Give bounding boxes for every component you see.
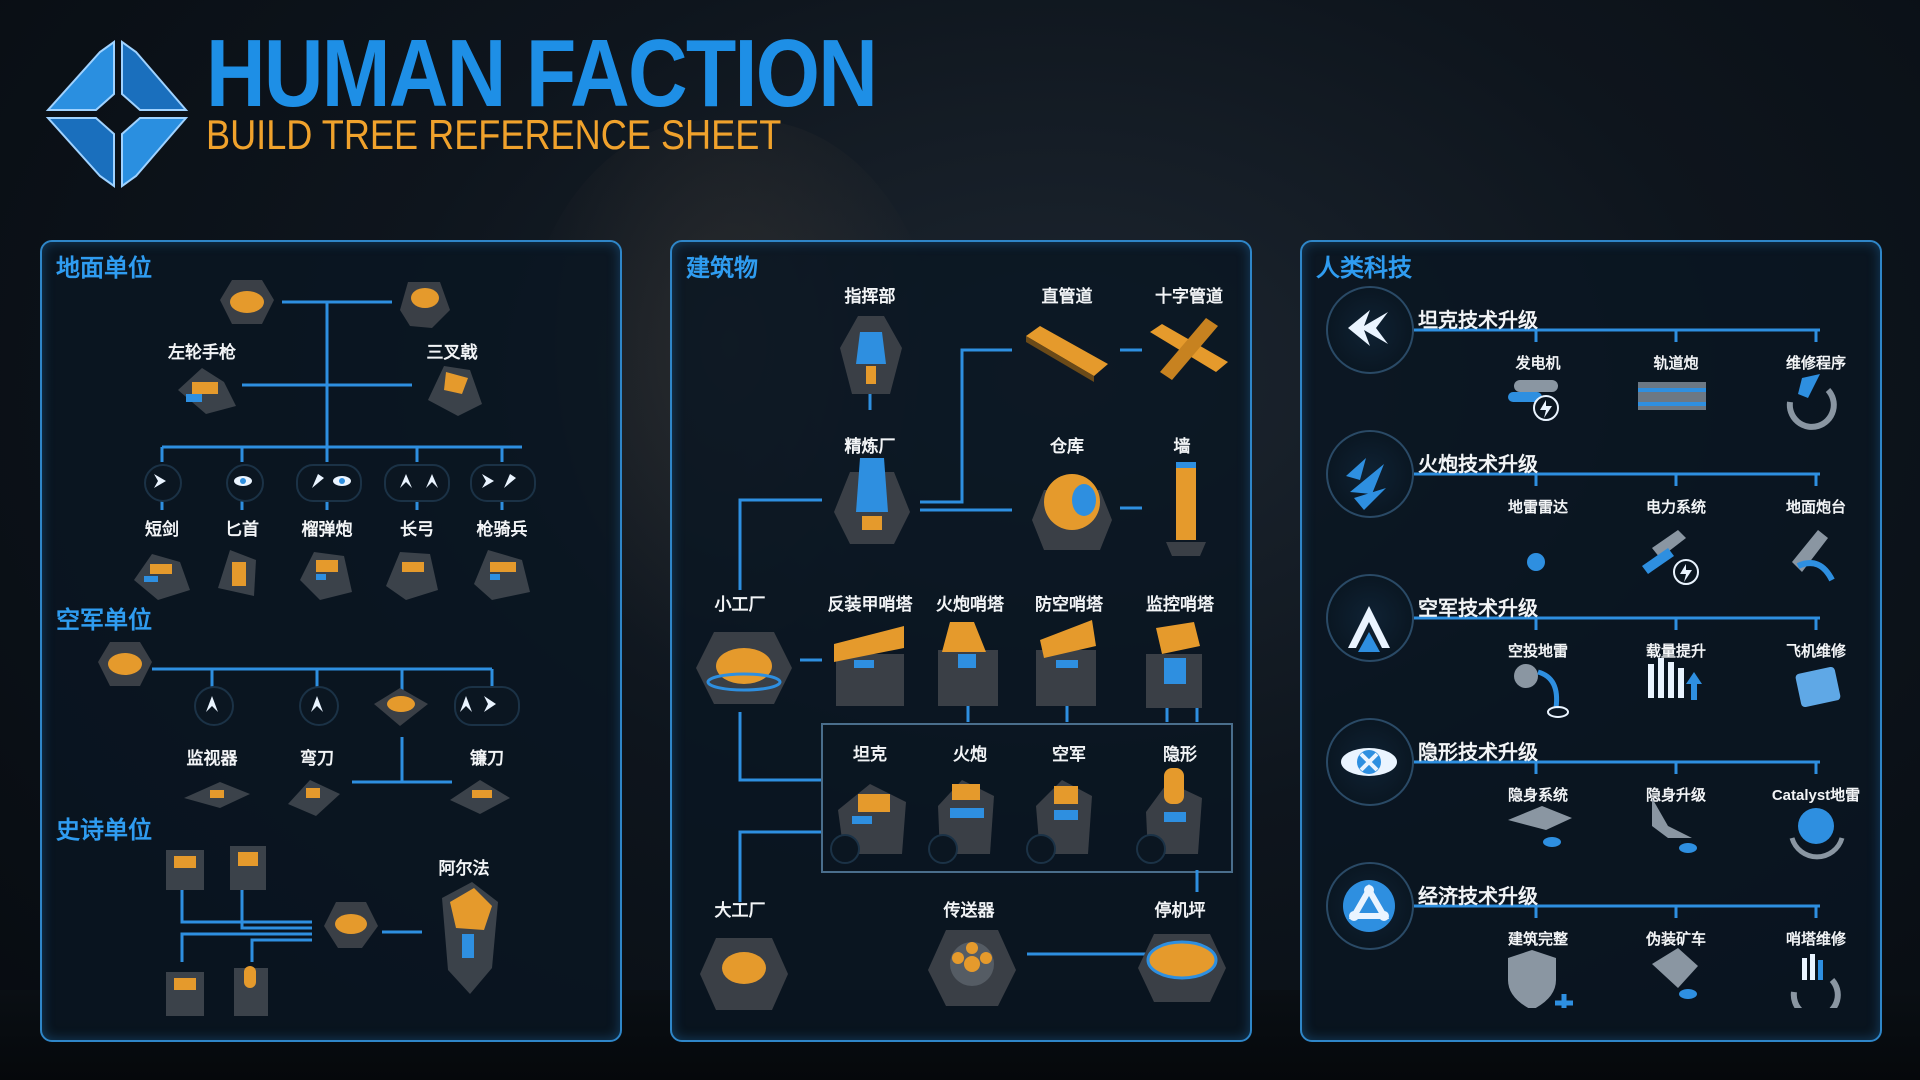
tech-item-glyphs bbox=[1508, 374, 1845, 1008]
tech-row-title: 坦克技术升级 bbox=[1418, 310, 1538, 332]
building-label-hq: 指挥部 bbox=[844, 287, 896, 306]
ground-units-heading: 地面单位 bbox=[56, 255, 152, 282]
building-label-air-force: 空军 bbox=[1052, 745, 1086, 764]
ground-factory-unit-icon bbox=[220, 280, 274, 324]
building-label-monitor-tower: 监控哨塔 bbox=[1146, 595, 1214, 614]
tank-tech-badge bbox=[144, 464, 182, 502]
tech-item-label: Catalyst地雷 bbox=[1771, 787, 1861, 804]
artillery-tech-badge bbox=[928, 834, 958, 864]
unit-label-trident: 三叉戟 bbox=[426, 343, 478, 362]
building-label-aa-tower: 防空哨塔 bbox=[1035, 595, 1103, 614]
tech-item-label: 地雷雷达 bbox=[1507, 499, 1569, 516]
tech-item-label: 隐身系统 bbox=[1507, 787, 1569, 804]
building-label-helipad: 停机坪 bbox=[1154, 901, 1206, 920]
tech-item-label: 发电机 bbox=[1515, 355, 1561, 372]
artillery-air-tech-badge bbox=[384, 464, 450, 502]
buildings-panel: 建筑物 指挥部 直管道 十字管道 精炼厂 仓库 墙 小工厂 反装甲哨塔 火炮哨塔… bbox=[670, 240, 1252, 1042]
unit-label-grenade: 榴弹炮 bbox=[301, 520, 353, 539]
building-label-teleporter: 传送器 bbox=[943, 901, 995, 920]
building-label-small-factory: 小工厂 bbox=[714, 595, 766, 614]
air-unit-row-icons bbox=[184, 780, 510, 816]
tech-item-label: 哨塔维修 bbox=[1785, 931, 1847, 948]
cross-pipe-icon bbox=[1150, 318, 1228, 380]
tech-item-label: 地面炮台 bbox=[1785, 499, 1847, 516]
hq-building-icon bbox=[840, 316, 902, 394]
building-label-straight-pipe: 直管道 bbox=[1041, 287, 1093, 306]
unit-label-longbow: 长弓 bbox=[400, 520, 434, 539]
large-factory-icon bbox=[700, 938, 788, 1010]
air-unit-icon bbox=[374, 688, 428, 726]
epic-build-icons bbox=[166, 846, 268, 1016]
tech-item-label: 建筑完整 bbox=[1507, 931, 1569, 948]
tank-artillery-tech-badge bbox=[470, 464, 536, 502]
tech-badge-glyphs bbox=[154, 474, 516, 488]
unit-label-lancer: 枪骑兵 bbox=[476, 520, 528, 539]
tech-item-label: 载量提升 bbox=[1645, 643, 1707, 660]
buildings-wires bbox=[738, 348, 1233, 956]
tech-row-title: 隐形技术升级 bbox=[1418, 742, 1538, 764]
tank-tech-icon bbox=[1326, 286, 1414, 374]
air-tech-badge bbox=[1026, 834, 1056, 864]
tech-item-label: 空投地雷 bbox=[1507, 643, 1569, 660]
tech-row-title: 空军技术升级 bbox=[1418, 598, 1538, 620]
building-label-warehouse: 仓库 bbox=[1050, 437, 1084, 456]
teleporter-icon bbox=[928, 930, 1016, 1006]
air-units-heading: 空军单位 bbox=[56, 607, 152, 634]
building-label-artillery: 火炮 bbox=[953, 745, 987, 764]
buildings-heading: 建筑物 bbox=[686, 255, 758, 282]
tech-item-label: 电力系统 bbox=[1645, 499, 1707, 516]
unit-label-shortsword: 短剑 bbox=[145, 520, 179, 539]
building-label-wall: 墙 bbox=[1173, 437, 1191, 456]
ground-factory-unit-icon bbox=[400, 282, 450, 328]
epic-units-heading: 史诗单位 bbox=[56, 817, 152, 844]
revolver-unit-icon bbox=[178, 368, 236, 414]
unit-label-monitor: 监视器 bbox=[186, 749, 238, 768]
air-badge-glyphs bbox=[206, 696, 496, 712]
tech-row-title: 经济技术升级 bbox=[1418, 886, 1538, 908]
small-factory-icon bbox=[696, 632, 792, 704]
building-label-anti-armor-tower: 反装甲哨塔 bbox=[827, 595, 913, 614]
trident-unit-icon bbox=[428, 366, 482, 416]
wall-building-icon bbox=[1166, 462, 1206, 556]
tech-item-label: 维修程序 bbox=[1785, 355, 1847, 372]
tech-item-label: 伪装矿车 bbox=[1645, 931, 1707, 948]
tower-row-icons bbox=[834, 620, 1202, 708]
refinery-building-icon bbox=[834, 458, 910, 544]
tech-item-label: 隐身升级 bbox=[1645, 787, 1707, 804]
epic-factory-icon bbox=[324, 902, 378, 948]
helipad-icon bbox=[1138, 934, 1226, 1002]
unit-label-sickle: 镰刀 bbox=[470, 749, 504, 768]
tech-panel: 人类科技 坦克技术升级 发电机 轨道炮 维修程序 火炮技术升级 地雷雷达 电力系… bbox=[1300, 240, 1882, 1042]
air-base-unit-icon bbox=[98, 642, 152, 686]
tech-row-title: 火炮技术升级 bbox=[1418, 454, 1538, 476]
page-title: HUMAN FACTION bbox=[206, 20, 878, 127]
tech-wires bbox=[1414, 328, 1820, 918]
artillery-stealth-tech-badge bbox=[296, 464, 362, 502]
tech-heading: 人类科技 bbox=[1316, 255, 1412, 282]
tech-item-label: 轨道炮 bbox=[1653, 355, 1699, 372]
page-subtitle: BUILD TREE REFERENCE SHEET bbox=[206, 111, 782, 158]
building-label-cross-pipe: 十字管道 bbox=[1155, 287, 1223, 306]
building-label-large-factory: 大工厂 bbox=[714, 901, 766, 920]
building-label-refinery: 精炼厂 bbox=[844, 437, 896, 456]
unit-label-dagger: 匕首 bbox=[225, 520, 259, 539]
faction-logo bbox=[45, 40, 189, 188]
stealth-tech-badge bbox=[1136, 834, 1166, 864]
building-label-artillery-tower: 火炮哨塔 bbox=[936, 595, 1004, 614]
ground-unit-row-icons bbox=[134, 550, 530, 600]
building-label-stealth: 隐形 bbox=[1163, 745, 1197, 764]
building-label-tank: 坦克 bbox=[853, 745, 887, 764]
straight-pipe-icon bbox=[1026, 326, 1108, 382]
unit-label-scimitar: 弯刀 bbox=[300, 749, 334, 768]
tech-category-glyphs bbox=[1341, 310, 1397, 932]
alpha-unit-icon bbox=[442, 882, 498, 994]
unit-label-alpha: 阿尔法 bbox=[438, 859, 490, 878]
warehouse-building-icon bbox=[1032, 474, 1112, 550]
unit-label-revolver: 左轮手枪 bbox=[168, 343, 236, 362]
tech-item-label: 飞机维修 bbox=[1785, 643, 1847, 660]
units-wires bbox=[152, 300, 522, 962]
tank-tech-badge bbox=[830, 834, 860, 864]
units-panel: 地面单位 空军单位 史诗单位 左轮手枪 三叉戟 短剑 匕首 榴弹炮 长弓 枪骑兵… bbox=[40, 240, 622, 1042]
